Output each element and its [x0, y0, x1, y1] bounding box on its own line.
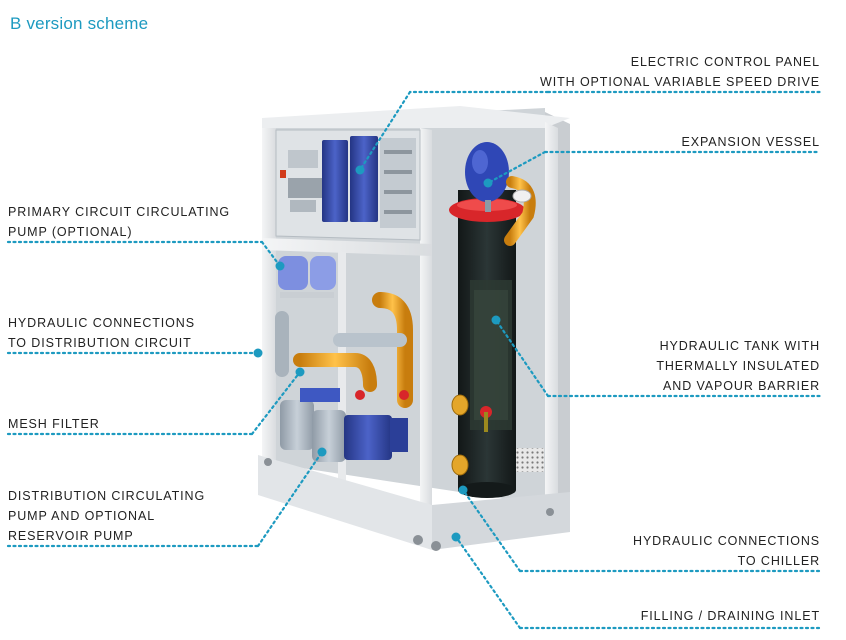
callout-dot-expansion-vessel	[483, 178, 493, 188]
label-hydraulic-chiller: HYDRAULIC CONNECTIONS TO CHILLER	[633, 534, 820, 568]
insulated-pipes	[275, 311, 407, 377]
callout-dot-hydraulic-chiller	[458, 485, 468, 495]
label-control-panel: ELECTRIC CONTROL PANEL WITH OPTIONAL VAR…	[540, 55, 820, 89]
callout-dot-control-panel	[355, 165, 365, 175]
callout-dot-primary-pump	[275, 261, 285, 271]
pipe-flanges	[451, 189, 532, 476]
page-title: B version scheme	[10, 14, 149, 33]
control-panel	[275, 129, 421, 241]
expansion-vessel	[465, 142, 509, 212]
callout-dot-hydraulic-tank	[491, 315, 501, 325]
leader-lines	[6, 90, 822, 630]
callout-dot-mesh-filter	[295, 367, 305, 377]
callout-dot-distribution-pump	[317, 447, 327, 457]
label-filling-inlet: FILLING / DRAINING INLET	[640, 609, 820, 623]
callout-dot-hydraulic-distribution	[253, 348, 263, 358]
callout-dot-filling-inlet	[451, 532, 461, 542]
primary-pumps	[278, 256, 336, 298]
label-hydraulic-distribution: HYDRAULIC CONNECTIONS TO DISTRIBUTION CI…	[8, 316, 195, 350]
label-expansion-vessel: EXPANSION VESSEL	[681, 135, 820, 149]
callout-dots	[253, 165, 501, 542]
valves	[355, 390, 492, 432]
label-primary-pump: PRIMARY CIRCUIT CIRCULATING PUMP (OPTION…	[8, 205, 231, 239]
label-distribution-pump: DISTRIBUTION CIRCULATING PUMP AND OPTION…	[8, 489, 206, 543]
label-mesh-filter: MESH FILTER	[8, 417, 100, 431]
label-hydraulic-tank: HYDRAULIC TANK WITH THERMALLY INSULATED …	[656, 339, 820, 393]
